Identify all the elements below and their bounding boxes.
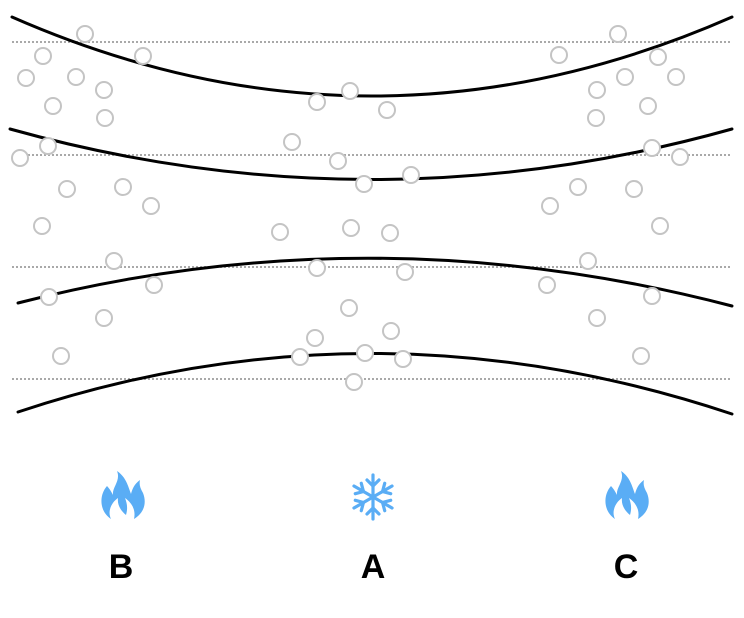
- particle: [11, 149, 29, 167]
- particle: [538, 276, 556, 294]
- particle: [651, 217, 669, 235]
- particle: [588, 309, 606, 327]
- particle: [378, 101, 396, 119]
- curve-1: [10, 15, 734, 98]
- region-label-a: A: [361, 548, 386, 586]
- particle: [588, 81, 606, 99]
- particle: [58, 180, 76, 198]
- particle: [96, 109, 114, 127]
- particle: [632, 347, 650, 365]
- particle: [17, 69, 35, 87]
- flame-icon: [101, 471, 145, 519]
- particle: [381, 224, 399, 242]
- particle: [382, 322, 400, 340]
- particle: [142, 197, 160, 215]
- particle: [402, 166, 420, 184]
- particle: [341, 82, 359, 100]
- snowflake-icon: [352, 473, 394, 521]
- particle: [134, 47, 152, 65]
- particle: [345, 373, 363, 391]
- particle: [329, 152, 347, 170]
- particle: [396, 263, 414, 281]
- particle: [105, 252, 123, 270]
- particle: [76, 25, 94, 43]
- particle: [145, 276, 163, 294]
- particle: [95, 81, 113, 99]
- particle: [587, 109, 605, 127]
- particles: [11, 25, 689, 391]
- curve-2: [8, 127, 734, 181]
- particle: [95, 309, 113, 327]
- flame-icon: [605, 471, 649, 519]
- particle: [308, 259, 326, 277]
- particle: [271, 223, 289, 241]
- particle: [541, 197, 559, 215]
- particle: [291, 348, 309, 366]
- curve-4: [16, 352, 734, 416]
- particle: [671, 148, 689, 166]
- particle: [67, 68, 85, 86]
- particle: [40, 288, 58, 306]
- region-label-c: C: [614, 548, 639, 586]
- particle: [34, 47, 52, 65]
- particle: [283, 133, 301, 151]
- particle: [639, 97, 657, 115]
- particle: [355, 175, 373, 193]
- particle: [625, 180, 643, 198]
- particle: [569, 178, 587, 196]
- particle: [114, 178, 132, 196]
- particle: [340, 299, 358, 317]
- particle: [33, 217, 51, 235]
- particle: [643, 287, 661, 305]
- particle: [394, 350, 412, 368]
- particle: [44, 97, 62, 115]
- particle: [342, 219, 360, 237]
- particle: [308, 93, 326, 111]
- particle: [609, 25, 627, 43]
- curve-3: [16, 256, 734, 308]
- particle: [52, 347, 70, 365]
- particle: [643, 139, 661, 157]
- particle: [667, 68, 685, 86]
- particle: [306, 329, 324, 347]
- region-label-b: B: [109, 548, 134, 586]
- particle: [550, 46, 568, 64]
- particle: [616, 68, 634, 86]
- particle: [39, 137, 57, 155]
- particle: [356, 344, 374, 362]
- guide-lines: [12, 41, 732, 380]
- particle: [579, 252, 597, 270]
- particle: [649, 48, 667, 66]
